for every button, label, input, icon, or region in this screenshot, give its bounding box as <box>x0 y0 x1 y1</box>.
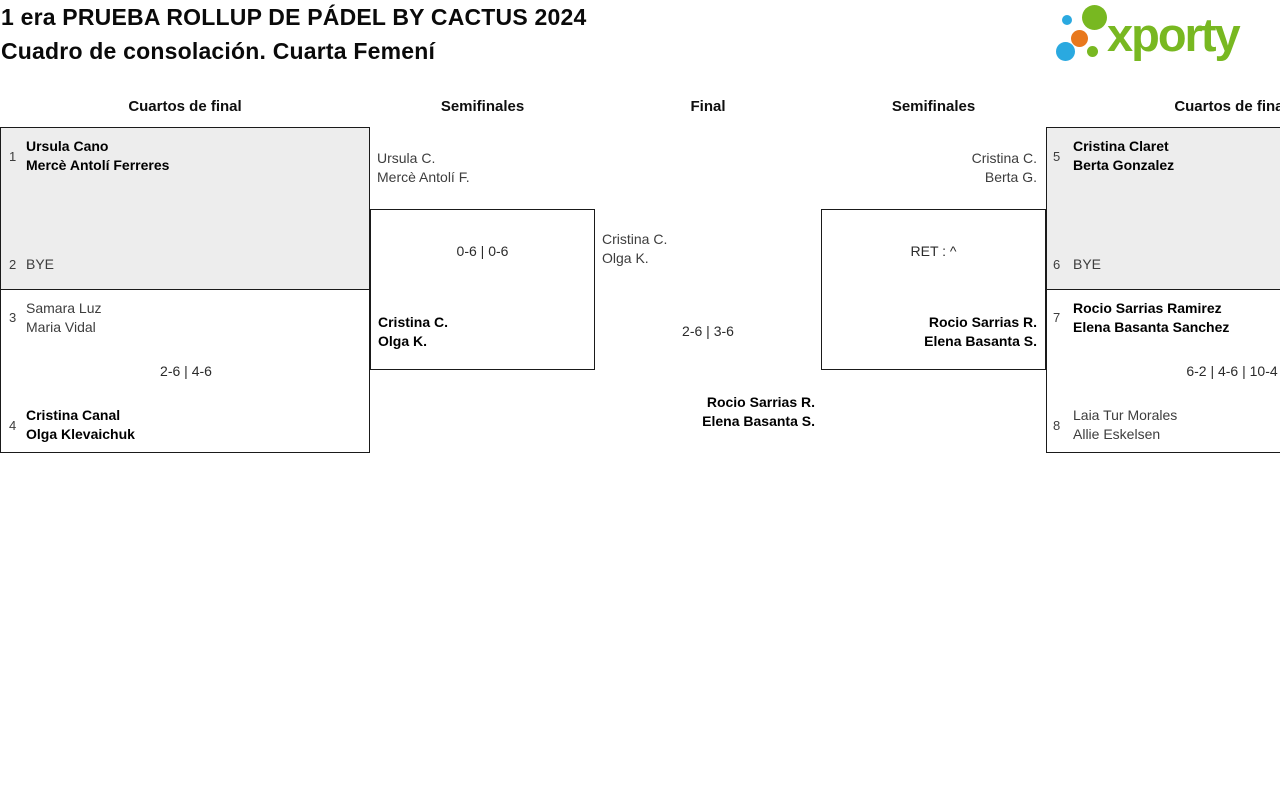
player-name: Ursula Cano <box>26 138 109 154</box>
team-sf-left-winner: Cristina C. Olga K. <box>378 313 448 351</box>
team-final-top: Cristina C. Olga K. <box>602 230 667 268</box>
logo-dot-blue-small-icon <box>1062 15 1072 25</box>
player-name: Elena Basanta S. <box>924 333 1037 349</box>
round-header-qf-left: Cuartos de final <box>128 98 242 115</box>
player-name: Mercè Antolí F. <box>377 169 470 185</box>
player-name: Cristina C. <box>378 314 449 330</box>
player-name: Berta Gonzalez <box>1073 157 1175 173</box>
seed-number: 5 <box>1053 149 1061 164</box>
match-qf-right-top[interactable]: 5 Cristina Claret Berta Gonzalez 6 BYE <box>1046 127 1280 290</box>
seed-number: 6 <box>1053 257 1061 272</box>
player-name: BYE <box>26 256 55 272</box>
team-laia-allie: Laia Tur Morales Allie Eskelsen <box>1073 406 1177 444</box>
player-name: Rocio Sarrias R. <box>928 314 1037 330</box>
player-name: Cristina C. <box>971 150 1037 166</box>
player-name: Olga K. <box>378 333 428 349</box>
team-bye: BYE <box>26 255 54 274</box>
team-claret-gonzalez: Cristina Claret Berta Gonzalez <box>1073 137 1174 175</box>
team-sf-right-winner: Rocio Sarrias R. Elena Basanta S. <box>924 313 1037 351</box>
player-name: Allie Eskelsen <box>1073 426 1161 442</box>
player-name: Berta G. <box>984 169 1037 185</box>
logo-dot-green-small-icon <box>1087 46 1098 57</box>
team-bye: BYE <box>1073 255 1101 274</box>
team-sf-left-top: Ursula C. Mercè Antolí F. <box>377 149 470 187</box>
page-subtitle: Cuadro de consolación. Cuarta Femení <box>1 38 436 64</box>
team-sf-right-top: Cristina C. Berta G. <box>821 149 1037 187</box>
match-sf-right[interactable]: RET : ^ Rocio Sarrias R. Elena Basanta S… <box>821 209 1046 370</box>
player-name: Laia Tur Morales <box>1073 407 1178 423</box>
seed-number: 8 <box>1053 418 1061 433</box>
xporty-logo[interactable]: xporty <box>1050 4 1280 68</box>
round-header-sf-right: Semifinales <box>891 98 976 115</box>
logo-dot-blue-large-icon <box>1056 42 1075 61</box>
player-name: Elena Basanta Sanchez <box>1073 319 1230 335</box>
match-sf-left[interactable]: 0-6 | 0-6 Cristina C. Olga K. <box>370 209 595 370</box>
team-sarrias-basanta: Rocio Sarrias Ramirez Elena Basanta Sanc… <box>1073 299 1229 337</box>
team-samara-maria: Samara Luz Maria Vidal <box>26 299 101 337</box>
player-name: Rocio Sarrias R. <box>706 394 815 410</box>
match-qf-right-bottom[interactable]: 7 Rocio Sarrias Ramirez Elena Basanta Sa… <box>1046 290 1280 453</box>
player-name: BYE <box>1073 256 1102 272</box>
team-final-winner: Rocio Sarrias R. Elena Basanta S. <box>595 393 815 431</box>
match-score: RET : ^ <box>910 243 957 259</box>
player-name: Olga K. <box>602 250 649 266</box>
seed-number: 4 <box>9 418 17 433</box>
player-name: Ursula C. <box>377 150 436 166</box>
seed-number: 2 <box>9 257 17 272</box>
player-name: Cristina C. <box>602 231 668 247</box>
player-name: Samara Luz <box>26 300 102 316</box>
player-name: Maria Vidal <box>26 319 96 335</box>
player-name: Rocio Sarrias Ramirez <box>1073 300 1222 316</box>
match-qf-left-top[interactable]: 1 Ursula Cano Mercè Antolí Ferreres 2 BY… <box>0 127 370 290</box>
match-score: 2-6 | 3-6 <box>682 323 734 339</box>
match-score: 2-6 | 4-6 <box>160 363 212 379</box>
player-name: Mercè Antolí Ferreres <box>26 157 170 173</box>
match-qf-left-bottom[interactable]: 3 Samara Luz Maria Vidal 2-6 | 4-6 4 Cri… <box>0 290 370 453</box>
seed-number: 3 <box>9 310 17 325</box>
page-title: 1 era PRUEBA ROLLUP DE PÁDEL BY CACTUS 2… <box>1 4 587 30</box>
match-score: 6-2 | 4-6 | 10-4 <box>1186 363 1278 379</box>
player-name: Elena Basanta S. <box>702 413 815 429</box>
player-name: Cristina Canal <box>26 407 121 423</box>
seed-number: 7 <box>1053 310 1061 325</box>
team-cristina-olga: Cristina Canal Olga Klevaichuk <box>26 406 135 444</box>
team-ursula-merce: Ursula Cano Mercè Antolí Ferreres <box>26 137 169 175</box>
seed-number: 1 <box>9 149 17 164</box>
round-header-qf-right: Cuartos de final <box>1174 98 1280 115</box>
round-header-sf-left: Semifinales <box>440 98 525 115</box>
logo-wordmark: xporty <box>1107 8 1241 61</box>
logo-dot-orange-icon <box>1071 30 1088 47</box>
logo-dot-green-large-icon <box>1082 5 1107 30</box>
player-name: Olga Klevaichuk <box>26 426 135 442</box>
round-header-final: Final <box>690 98 726 115</box>
match-score: 0-6 | 0-6 <box>456 243 509 259</box>
player-name: Cristina Claret <box>1073 138 1169 154</box>
